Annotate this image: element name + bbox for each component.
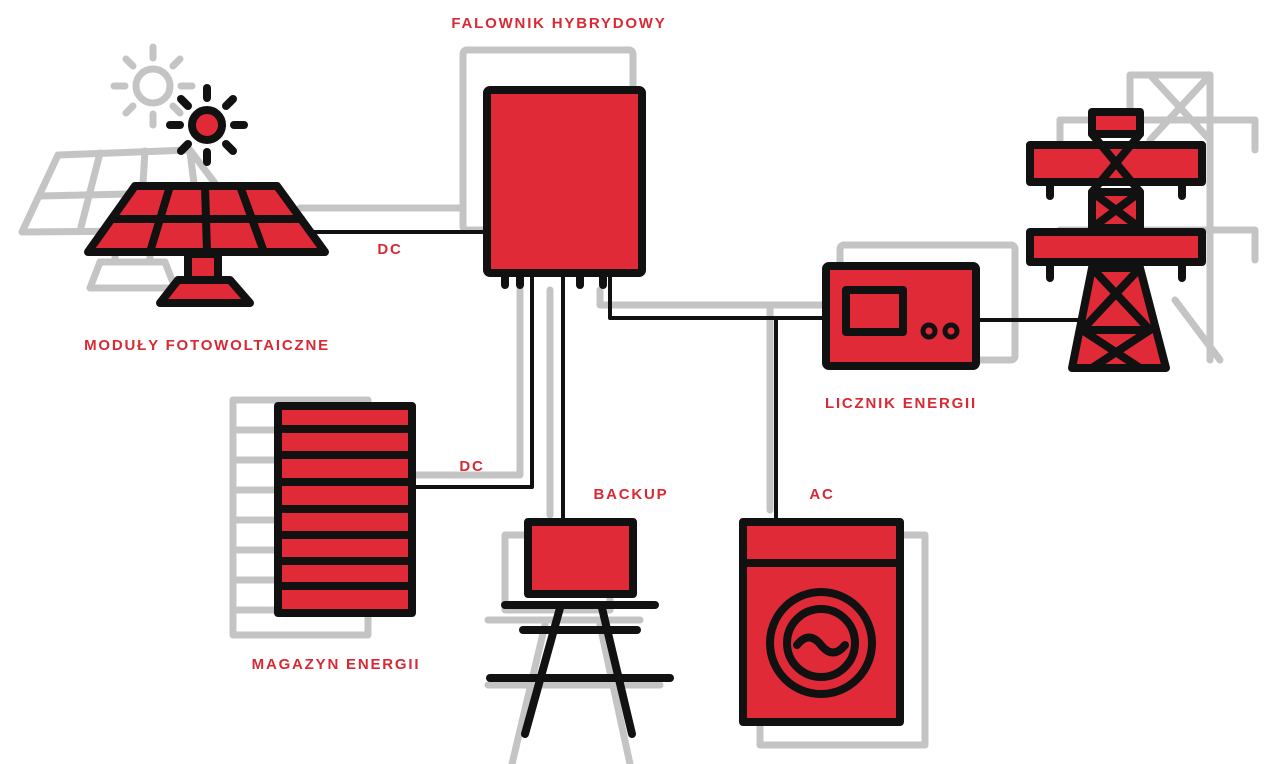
inverter-label: FALOWNIK HYBRYDOWY	[451, 15, 666, 32]
ac-label: AC	[809, 486, 834, 503]
energy-meter-label: LICZNIK ENERGII	[825, 395, 977, 412]
laptop-desk-icon	[486, 518, 674, 738]
dc-pv-label: DC	[377, 241, 402, 258]
sun-icon	[166, 84, 248, 166]
solar-panel-icon	[84, 182, 329, 307]
energy-storage-label: MAGAZYN ENERGII	[252, 656, 421, 673]
dc-battery-wire	[412, 276, 534, 489]
battery-stack-icon	[274, 402, 416, 617]
dc-battery-label: DC	[459, 458, 484, 475]
labels: FALOWNIK HYBRYDOWY MODUŁY FOTOWOLTAICZNE…	[84, 15, 977, 673]
backup-label: BACKUP	[594, 486, 669, 503]
inverter-icon	[483, 86, 646, 289]
background-sun-icon	[110, 43, 196, 129]
wires	[295, 230, 1080, 522]
energy-meter-icon	[822, 262, 980, 370]
power-pylon-icon	[1026, 108, 1206, 372]
pv-modules-label: MODUŁY FOTOWOLTAICZNE	[84, 337, 330, 354]
ac-wire	[608, 276, 825, 320]
washing-machine-icon	[739, 518, 904, 726]
